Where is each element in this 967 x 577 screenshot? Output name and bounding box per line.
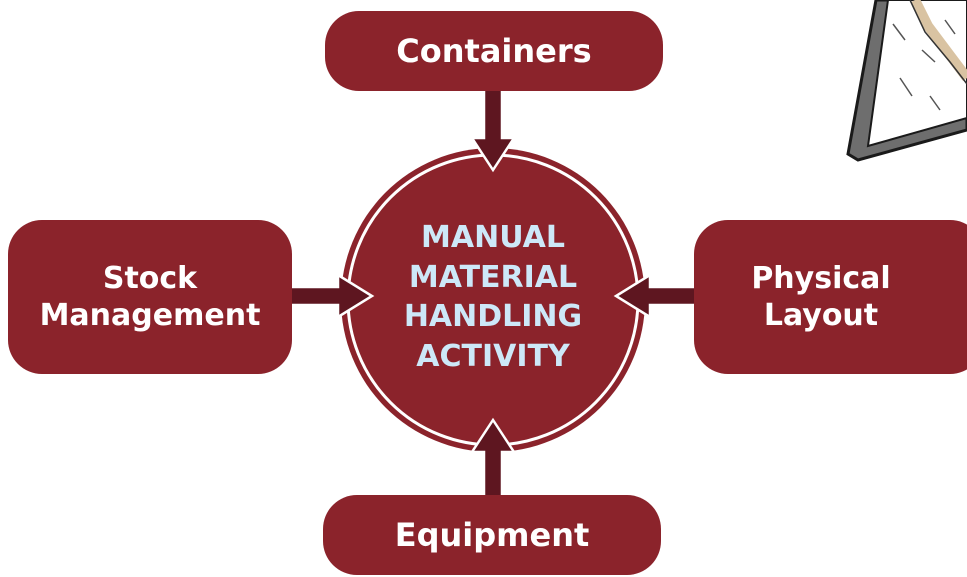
physical-layout-label-line1: Physical: [751, 260, 891, 296]
equipment-label: Equipment: [394, 516, 590, 554]
arrow-from-bottom: [469, 417, 517, 502]
physical-layout-box: Physical Layout: [694, 220, 967, 374]
arrow-from-left: [286, 272, 375, 320]
center-title: MANUAL MATERIAL HANDLING ACTIVITY: [353, 218, 633, 376]
containers-box: Containers: [325, 11, 663, 91]
center-circle: [341, 148, 645, 452]
arrow-from-top: [469, 86, 517, 173]
containers-label: Containers: [396, 32, 592, 70]
physical-layout-label-line2: Layout: [763, 298, 879, 333]
equipment-box: Equipment: [323, 495, 661, 575]
center-title-line4: ACTIVITY: [416, 338, 570, 374]
center-title-line1: MANUAL: [421, 220, 565, 255]
center-title-line3: HANDLING: [403, 299, 583, 335]
stock-management-label-line2: Management: [39, 298, 261, 333]
center-title-line2: MATERIAL: [408, 259, 578, 295]
arrow-from-right: [613, 272, 702, 320]
framed-picture-icon: [846, 0, 967, 162]
stock-management-label-line1: Stock: [102, 260, 198, 296]
stock-management-box: Stock Management: [8, 220, 292, 374]
